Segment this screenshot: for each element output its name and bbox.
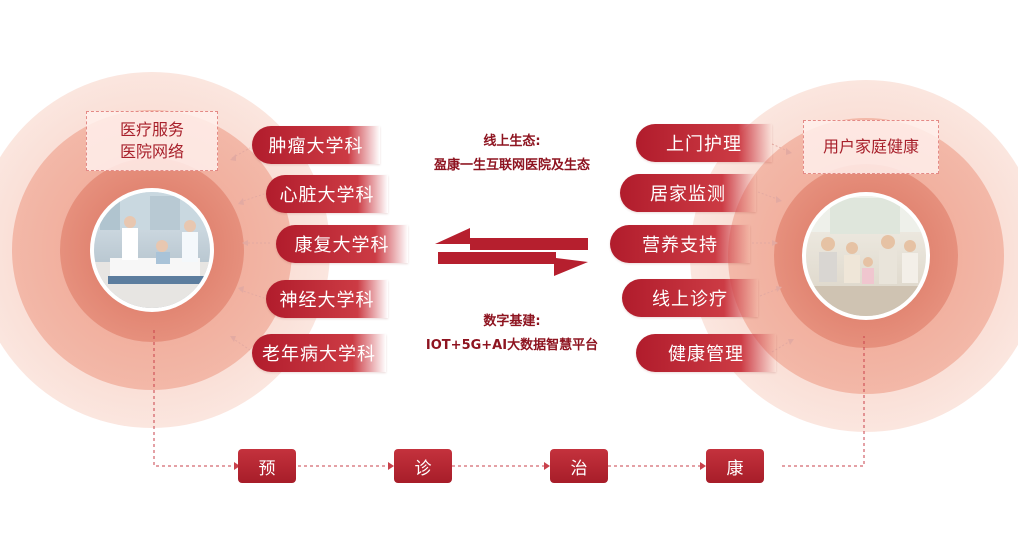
left-item-label: 肿瘤大学科 [268, 136, 364, 157]
flow-step-recovery: 康 [706, 449, 764, 483]
exchange-arrow-icon [435, 228, 588, 276]
flow-path [153, 330, 865, 467]
digital-infra-heading: 数字基建: [483, 314, 541, 329]
left-item-oncology: 肿瘤大学科 [252, 126, 380, 164]
left-item-label: 神经大学科 [279, 290, 375, 311]
flow-step-label: 预 [258, 458, 276, 479]
right-item-home-nursing: 上门护理 [636, 124, 772, 162]
flow-step-label: 诊 [414, 458, 432, 479]
flow-step-label: 治 [570, 458, 588, 479]
flow-step-label: 康 [726, 458, 744, 479]
flow-step-treatment: 治 [550, 449, 608, 483]
digital-infra-text: 数字基建: IOT+5G+AI大数据智慧平台 [392, 310, 632, 358]
left-item-geriatrics: 老年病大学科 [252, 334, 386, 372]
right-item-label: 营养支持 [642, 235, 718, 256]
flow-step-diagnosis: 诊 [394, 449, 452, 483]
online-ecosystem-heading: 线上生态: [483, 134, 541, 149]
left-item-cardiology: 心脏大学科 [266, 175, 388, 213]
right-item-label: 上门护理 [666, 134, 742, 155]
left-item-label: 康复大学科 [294, 235, 390, 256]
right-item-online-diagnosis: 线上诊疗 [622, 279, 758, 317]
right-item-label: 居家监测 [650, 184, 726, 205]
medical-network-label: 医疗服务 医院网络 [86, 111, 218, 171]
right-item-label: 线上诊疗 [652, 289, 728, 310]
digital-infra-desc: IOT+5G+AI大数据智慧平台 [425, 338, 599, 353]
left-connectors [231, 147, 270, 351]
family-health-title: 用户家庭健康 [822, 137, 919, 156]
medical-network-title-line1: 医疗服务 [119, 120, 184, 139]
flow-step-prevention: 预 [238, 449, 296, 483]
online-ecosystem-desc: 盈康一生互联网医院及生态 [433, 158, 590, 173]
left-item-label: 老年病大学科 [262, 344, 376, 365]
right-item-nutrition-support: 营养支持 [610, 225, 750, 263]
left-connector-heads [230, 154, 248, 342]
medical-network-title-line2: 医院网络 [119, 142, 184, 161]
family-health-label: 用户家庭健康 [803, 120, 939, 174]
right-connector-heads [772, 148, 794, 345]
left-item-label: 心脏大学科 [279, 185, 375, 206]
online-ecosystem-text: 线上生态: 盈康一生互联网医院及生态 [392, 130, 632, 178]
right-item-health-management: 健康管理 [636, 334, 776, 372]
right-item-home-monitoring: 居家监测 [620, 174, 756, 212]
left-item-neurology: 神经大学科 [266, 280, 388, 318]
flow-arrowheads [234, 462, 706, 470]
left-item-rehabilitation: 康复大学科 [276, 225, 408, 263]
right-item-label: 健康管理 [668, 344, 744, 365]
